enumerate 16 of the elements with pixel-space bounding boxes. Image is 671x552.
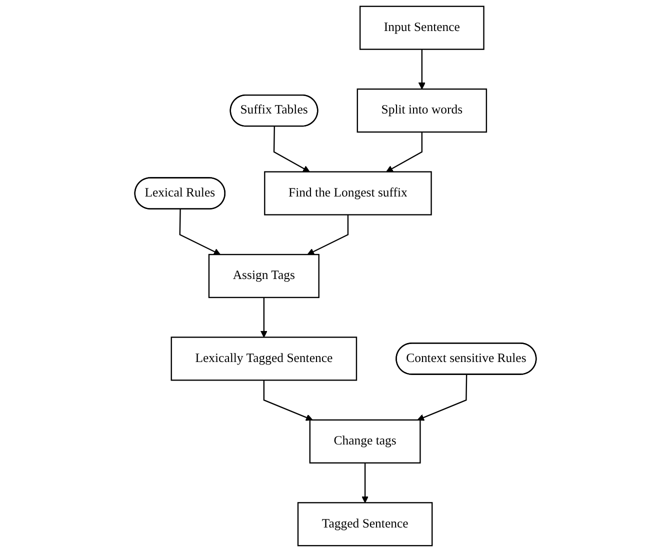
arrow (307, 214, 349, 255)
arrow (386, 132, 423, 172)
node-box: Input Sentence (359, 6, 484, 50)
arrow (273, 126, 310, 172)
arrow (417, 374, 468, 421)
node-box: Split into words (356, 88, 488, 133)
arrow (263, 380, 313, 421)
node-box: Change tags (309, 419, 421, 464)
node-box: Tagged Sentence (297, 502, 433, 546)
node-box: Assign Tags (208, 254, 320, 298)
node-box: Find the Longest suffix (264, 171, 432, 216)
arrow (260, 297, 268, 338)
arrow (179, 209, 221, 255)
arrow (362, 462, 369, 503)
node-box: Lexically Tagged Sentence (170, 336, 358, 381)
arrow (418, 49, 426, 90)
